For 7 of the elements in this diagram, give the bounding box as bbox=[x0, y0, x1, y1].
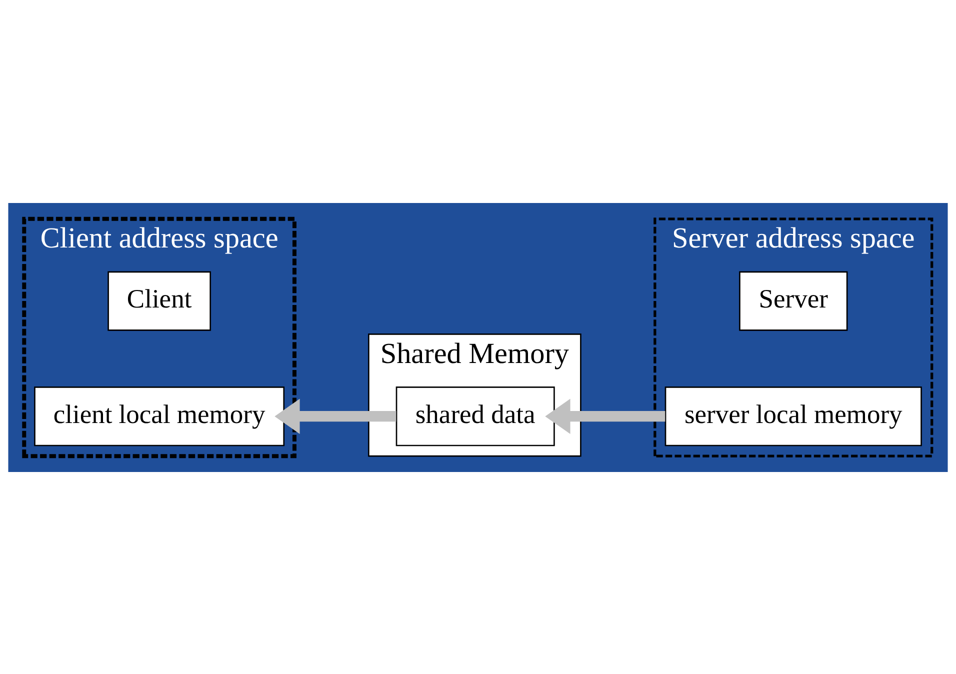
node-box: shared data bbox=[396, 386, 555, 446]
node-box: client local memory bbox=[34, 386, 285, 446]
node-box: server local memory bbox=[664, 386, 922, 446]
node-box: Client bbox=[108, 270, 211, 330]
node-box: Server bbox=[739, 270, 848, 330]
arrow bbox=[545, 398, 666, 434]
arrow bbox=[274, 398, 396, 434]
